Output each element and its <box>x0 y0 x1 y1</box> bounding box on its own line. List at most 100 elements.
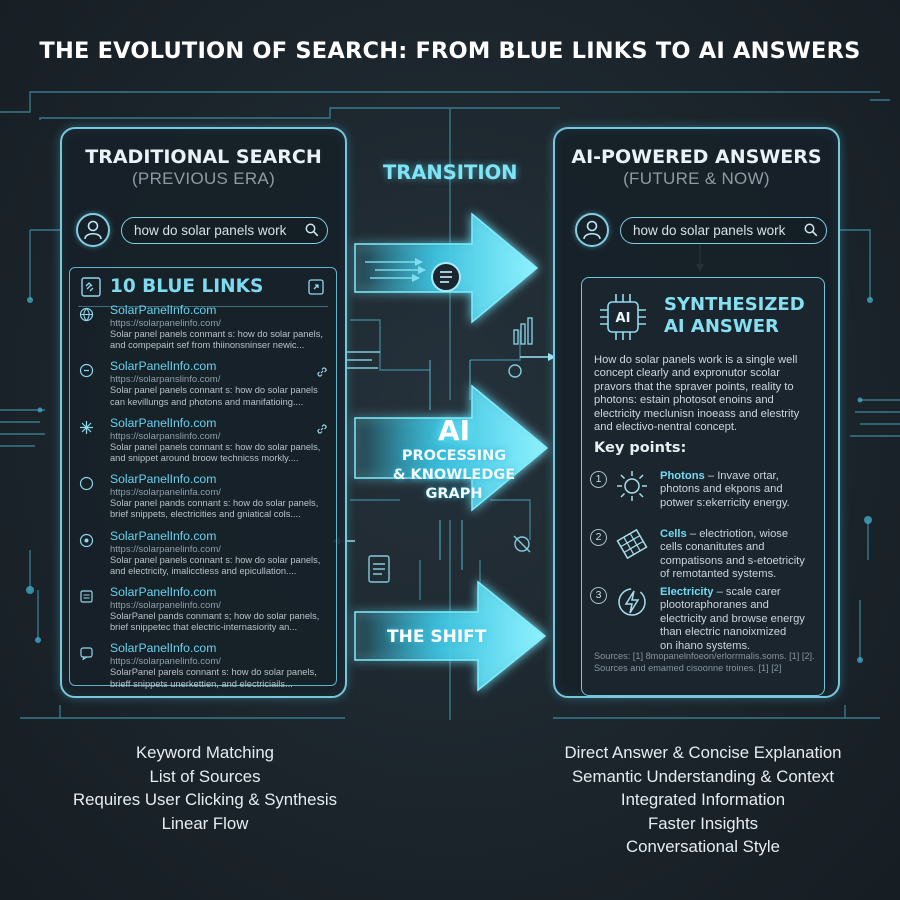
key-point-text: Photons – Invave ortar, photons and ekpo… <box>660 470 820 510</box>
result-snippet: Solar panel panels connant s: how do sol… <box>110 554 321 576</box>
result-site[interactable]: SolarPanelInfo.com <box>110 584 217 599</box>
result-icon <box>79 307 94 322</box>
key-point-description: – electriotion, wiose cells conanitutes … <box>660 528 805 581</box>
key-point-item: 2 Cells – electriotion, wiose cells conan… <box>590 526 820 584</box>
search-icon[interactable] <box>804 223 818 237</box>
ai-hub-label: AI <box>437 414 471 447</box>
search-query-text: how do solar panels work <box>633 223 786 238</box>
trait-item: Integrated Information <box>620 790 786 809</box>
result-url[interactable]: https://solarpanelinfo.com/ <box>110 543 221 555</box>
ai-search-row: how do solar panels work <box>575 213 833 249</box>
external-link-icon <box>308 279 324 295</box>
result-icon <box>79 533 94 547</box>
sun-icon <box>617 471 647 501</box>
ai-hub-sublabel: PROCESSING & KNOWLEDGE GRAPH <box>392 448 516 502</box>
result-icon <box>80 420 93 434</box>
trait-item: Semantic Understanding & Context <box>571 766 835 786</box>
ai-chip-label: AI <box>616 311 631 326</box>
result-site[interactable]: SolarPanelInfo.com <box>110 528 217 543</box>
panel-subtitle-ai: (FUTURE & NOW) <box>623 169 770 188</box>
result-snippet: SolarPanel pands conmant s; how do solar… <box>110 610 320 633</box>
ai-answers-panel: AI-POWERED ANSWERS (FUTURE & NOW) how do… <box>553 127 840 698</box>
trait-item: Linear Flow <box>161 813 249 833</box>
result-snippet: Solar panel panels connant s: how do sol… <box>110 441 321 464</box>
answer-title: SYNTHESIZED AI ANSWER <box>664 294 805 337</box>
shift-label: THE SHIFT <box>387 627 487 647</box>
key-point-term: Electricity <box>660 586 714 598</box>
search-input[interactable]: how do solar panels work <box>620 217 827 244</box>
key-point-term: Cells <box>660 528 687 540</box>
key-point-text: Cells – electriotion, wiose cells conani… <box>660 528 820 582</box>
solar-cell-icon <box>616 528 648 560</box>
key-point-item: 3 Electricity – scale carer plootoraphora… <box>590 584 820 652</box>
result-icon <box>79 477 94 491</box>
sources-text: Sources: [1] 8mopanelnfoeon/erlorrmalis.… <box>594 651 815 673</box>
link-icon[interactable] <box>316 423 328 435</box>
result-snippet: SolarPanel parels connant s: how do sola… <box>110 667 317 689</box>
key-point-number: 1 <box>590 471 607 488</box>
key-point-description: – Invave ortar, photons and ekpons and p… <box>660 470 790 509</box>
trait-item: Direct Answer & Concise Explanation <box>564 743 842 762</box>
ai-processing-hub: AI PROCESSING & KNOWLEDGE GRAPH <box>390 414 518 504</box>
trait-item: Keyword Matching <box>135 743 275 762</box>
traditional-search-panel: TRADITIONAL SEARCH (PREVIOUS ERA) how do… <box>60 127 347 698</box>
key-point-item: 1 Photons – Invave ortar, photons and ekp… <box>590 468 820 526</box>
panel-title-traditional: TRADITIONAL SEARCH <box>85 146 322 168</box>
panel-subtitle-traditional: (PREVIOUS ERA) <box>131 169 276 188</box>
main-title: THE EVOLUTION OF SEARCH: FROM BLUE LINKS… <box>39 38 861 64</box>
result-url[interactable]: https://solarpanelinfo.com/ <box>110 599 221 611</box>
answer-text: How do solar panels work is a single wel… <box>594 354 800 434</box>
result-site[interactable]: SolarPanelInfo.com <box>110 359 217 374</box>
result-site[interactable]: SolarPanelInfo.com <box>110 472 217 487</box>
result-icon <box>80 590 93 603</box>
result-snippet: Solar panel panels conmant s: how do sol… <box>110 329 323 351</box>
traditional-search-row: how do solar panels work <box>76 213 334 249</box>
user-icon <box>76 213 110 247</box>
result-snippet: Solar panel pands connant s: how do sola… <box>110 498 319 520</box>
trait-item: Conversational Style <box>626 837 780 856</box>
trait-item: Requires User Clicking & Synthesis <box>73 790 337 809</box>
link-list-icon <box>81 277 101 297</box>
result-snippet: Solar panel panels connant s: how do sol… <box>110 385 318 407</box>
search-icon[interactable] <box>305 223 319 237</box>
trait-item: Faster Insights <box>647 813 759 833</box>
key-point-text: Electricity – scale carer plootoraphoran… <box>660 586 820 653</box>
link-icon[interactable] <box>316 366 328 378</box>
result-url[interactable]: https://solarpanelinfo.com/ <box>110 656 221 668</box>
key-point-number: 3 <box>590 587 607 604</box>
result-url[interactable]: https://solarpanslinfo.com/ <box>110 430 221 442</box>
links-title: 10 BLUE LINKS <box>110 276 264 297</box>
user-icon <box>575 213 609 247</box>
key-point-description: – scale carer plootoraphoranes and elect… <box>660 586 805 652</box>
result-icon <box>79 364 94 378</box>
transition-label: TRANSITION <box>383 161 518 184</box>
result-icon <box>80 647 93 661</box>
search-query-text: how do solar panels work <box>134 223 287 238</box>
key-point-number: 2 <box>590 529 607 546</box>
result-url[interactable]: https://solarpanslinfo.com/ <box>110 374 221 386</box>
result-site[interactable]: SolarPanelInfo.com <box>110 303 217 317</box>
lightning-icon <box>618 588 646 616</box>
result-site[interactable]: SolarPanelInfo.com <box>110 641 217 656</box>
search-input[interactable]: how do solar panels work <box>121 217 328 244</box>
key-points-title: Key points: <box>594 440 687 456</box>
result-url[interactable]: https://solarpanelinfa.com/ <box>110 487 221 499</box>
ai-chip-icon: AI <box>600 294 646 340</box>
key-point-term: Photons <box>660 470 705 482</box>
synthesized-answer-box: AI SYNTHESIZED AI ANSWER How do solar pa… <box>581 277 825 696</box>
trait-item: List of Sources <box>149 766 261 786</box>
result-url[interactable]: https://solarpanelinfo.com/ <box>110 318 221 329</box>
result-site[interactable]: SolarPanelInfo.com <box>110 415 217 430</box>
links-header: 10 BLUE LINKS <box>70 268 336 308</box>
